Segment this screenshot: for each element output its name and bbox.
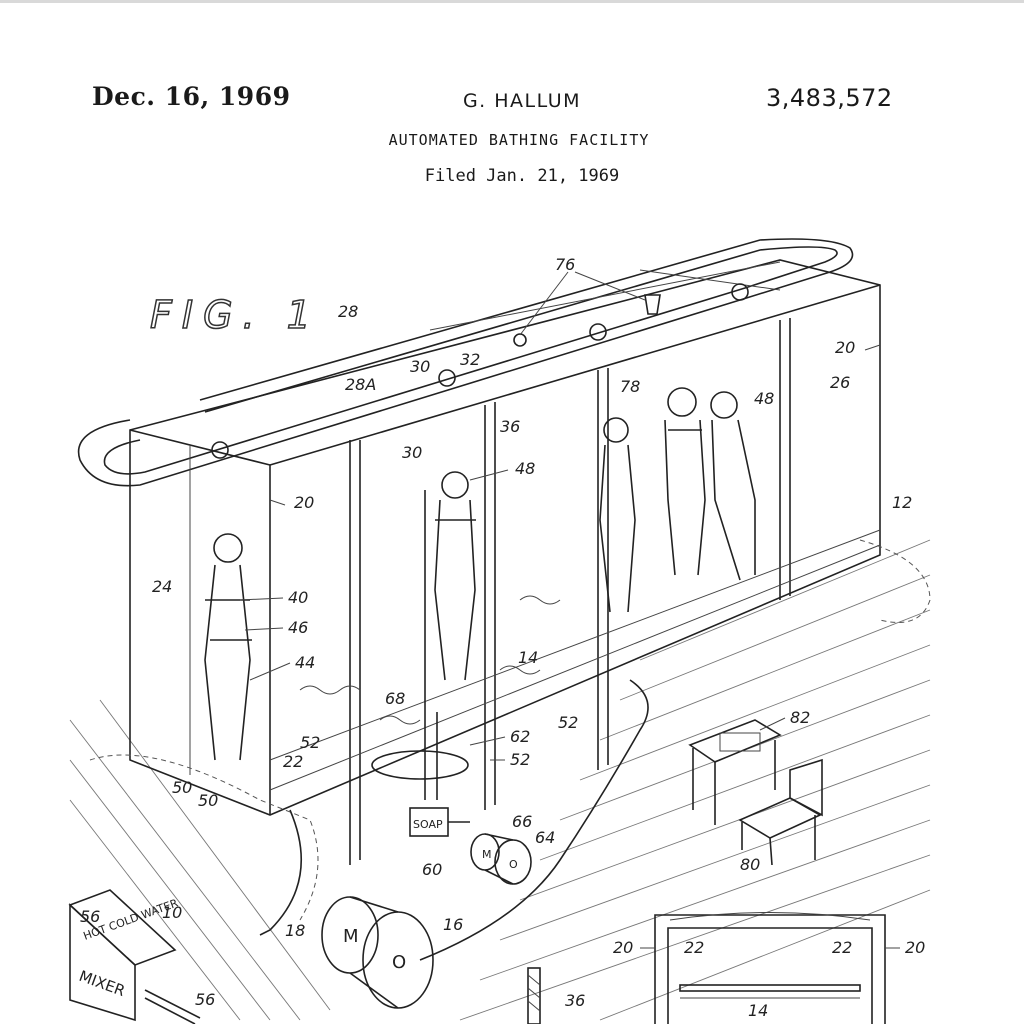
ref-numeral: 22: [832, 938, 852, 957]
ref-numeral: 24: [152, 577, 172, 596]
ref-numeral: 20: [835, 338, 855, 357]
ref-numeral: 52: [510, 750, 530, 769]
pipe-36: [527, 967, 541, 1024]
ref-numeral: 66: [512, 812, 532, 831]
floor-planks: [69, 539, 931, 1021]
soap-pump: SOAP: [371, 490, 470, 837]
ref-numeral: 64: [535, 828, 555, 847]
ref-numeral: 36: [565, 991, 585, 1010]
chair: [738, 758, 823, 866]
filing-date: Filed Jan. 21, 1969: [424, 166, 620, 186]
ref-numeral: 14: [518, 648, 538, 667]
mixer-label: MIXER: [77, 967, 128, 1000]
leader-lines: [239, 271, 900, 949]
ref-numeral: 32: [460, 350, 480, 369]
ref-numeral: 22: [283, 752, 303, 771]
ref-numeral: 82: [790, 708, 810, 727]
ref-numeral: 26: [830, 373, 850, 392]
large-motor-label-o: O: [392, 952, 406, 973]
ref-numeral: 68: [385, 689, 405, 708]
ref-numeral: 78: [620, 377, 640, 396]
top-border: [0, 0, 1024, 3]
ref-numeral: 10: [162, 903, 182, 922]
human-figures: [204, 387, 756, 761]
ref-numeral: 12: [892, 493, 912, 512]
ref-numeral: 48: [515, 459, 535, 478]
ref-numeral: 80: [740, 855, 760, 874]
patent-number: 3,483,572: [766, 84, 893, 112]
ref-numeral: 52: [300, 733, 320, 752]
ref-numeral: 56: [195, 990, 215, 1009]
ref-numeral: 50: [172, 778, 192, 797]
ref-numeral: 48: [754, 389, 774, 408]
ref-numeral: 20: [294, 493, 314, 512]
water-spray: [299, 595, 561, 725]
patent-date: Dec. 16, 1969: [92, 82, 291, 111]
soap-box-label: SOAP: [413, 818, 443, 831]
ref-numeral: 44: [295, 653, 315, 672]
figure-attendant: [664, 387, 706, 576]
large-motor-label-m: M: [343, 926, 359, 947]
ref-numeral: 28: [338, 302, 358, 321]
bathing-enclosure: [129, 259, 881, 865]
small-motor-label-m: M: [482, 848, 492, 861]
ref-numeral: 76: [555, 255, 575, 274]
ref-numeral: 62: [510, 727, 530, 746]
small-motor-label-o: O: [509, 858, 518, 871]
ref-numeral: 36: [500, 417, 520, 436]
small-motor: M O: [470, 833, 532, 885]
patent-title: AUTOMATED BATHING FACILITY: [388, 131, 650, 149]
reference-numerals: 76 28 28A 30 32 20 26 78 48 36 30 20 12 …: [80, 255, 925, 1020]
cross-section-inset: [654, 912, 886, 1024]
ref-numeral: 18: [285, 921, 305, 940]
ref-numeral: 14: [748, 1001, 768, 1020]
ref-numeral: 46: [288, 618, 308, 637]
cutaway-outline: [89, 539, 931, 961]
ref-numeral: 30: [402, 443, 422, 462]
ref-numeral: 50: [198, 791, 218, 810]
inventor-name: G. HALLUM: [462, 90, 582, 112]
ref-numeral: 28A: [345, 375, 376, 394]
figure-left: [204, 533, 252, 761]
figure-center: [434, 471, 476, 681]
ref-numeral: 22: [684, 938, 704, 957]
ref-numeral: 20: [613, 938, 633, 957]
ref-numeral: 52: [558, 713, 578, 732]
figure-right-b: [710, 391, 756, 581]
ref-numeral: 16: [443, 915, 463, 934]
figure-label: FIG. 1: [150, 293, 321, 337]
ref-numeral: 60: [422, 860, 442, 879]
control-console: [688, 719, 782, 825]
ref-numeral: 20: [905, 938, 925, 957]
ref-numeral: 40: [288, 588, 308, 607]
ref-numeral: 30: [410, 357, 430, 376]
figure-right-a: [599, 417, 636, 613]
large-motor: M O: [321, 896, 434, 1009]
ref-numeral: 56: [80, 907, 100, 926]
